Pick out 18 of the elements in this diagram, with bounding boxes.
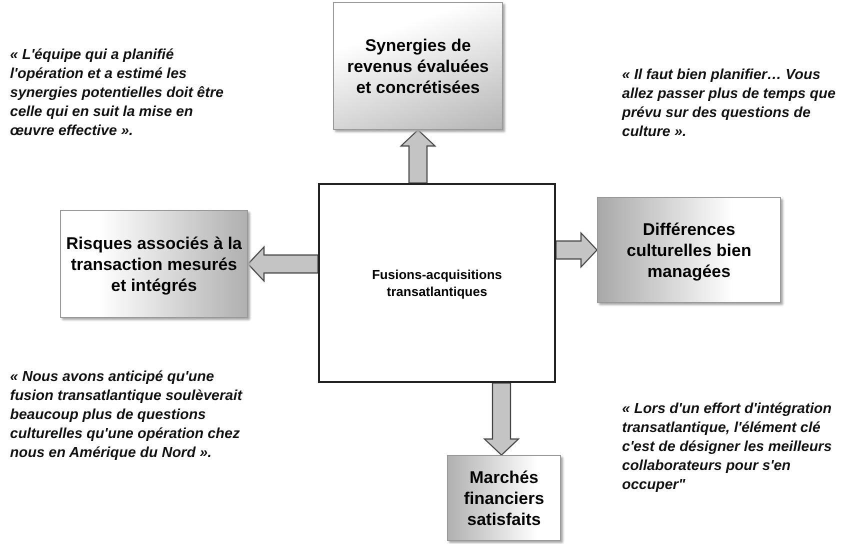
block-arrow xyxy=(555,231,598,269)
block-arrow xyxy=(399,129,437,184)
quote-text: « Lors d'un effort d'intégration transatlantique, l'élément clé c'est de désigner les meilleurs collaborateurs pour s'en occuper" xyxy=(622,400,833,495)
box-text: Différences culturelles bien managées xyxy=(626,218,752,282)
block-arrow xyxy=(482,382,520,456)
box-text: Synergies de revenus évaluées et concrétisées xyxy=(346,34,490,98)
outcome-box xyxy=(597,197,781,303)
box-text: Fusions-acquisitions transatlantiques xyxy=(370,266,503,300)
box-text: Marchés financiers satisfaits xyxy=(462,466,546,530)
quote-text: « Il faut bien planifier… Vous allez passer plus de temps que prévu sur des questions de culture ». xyxy=(622,66,837,142)
outcome-box xyxy=(60,210,248,318)
quote-text: « L'équipe qui a planifié l'opération et a estimé les synergies potentielles doit être celle qui en suit la mise en œuvre effective ». xyxy=(10,46,225,141)
outcome-box xyxy=(333,2,503,130)
box-text: Risques associés à la transaction mesurés et intégrés xyxy=(65,232,243,296)
outcome-box xyxy=(447,455,561,541)
block-arrow xyxy=(247,245,319,283)
central-box xyxy=(318,183,556,383)
quote-text: « Nous avons anticipé qu'une fusion transatlantique soulèverait beaucoup plus de questions culturelles qu'une opération chez nous en Amérique du Nord ». xyxy=(10,368,244,463)
